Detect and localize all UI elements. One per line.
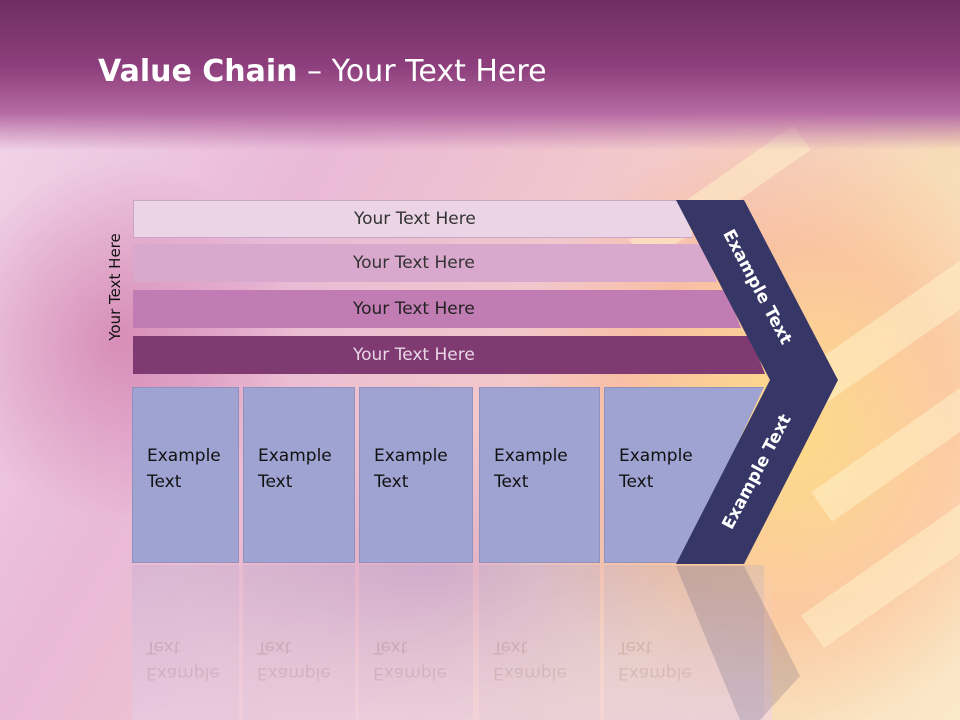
box-line: Text	[147, 472, 182, 492]
slide-header	[0, 0, 960, 150]
box-line: Text	[374, 472, 409, 492]
row-label: Your Text Here	[354, 209, 476, 229]
title-bold: Value Chain	[98, 54, 298, 89]
box-line: Example	[147, 446, 221, 466]
value-chain-row-2: Your Text Here	[133, 244, 717, 282]
box-line: Text	[258, 472, 293, 492]
side-label: Your Text Here	[106, 233, 124, 341]
box-line: Example	[258, 446, 332, 466]
slide-title: Value Chain – Your Text Here	[98, 54, 547, 89]
row-label: Your Text Here	[353, 253, 475, 273]
row-label: Your Text Here	[353, 345, 475, 365]
value-chain-row-1: Your Text Here	[133, 200, 693, 238]
value-chain-row-4: Your Text Here	[133, 336, 765, 374]
box-line: Example	[619, 446, 693, 466]
title-rest: – Your Text Here	[297, 54, 547, 89]
box-line: Example	[374, 446, 448, 466]
box-line: Text	[619, 472, 654, 492]
box-line: Text	[494, 472, 529, 492]
value-chain-row-3: Your Text Here	[133, 290, 741, 328]
reflection-fade	[132, 565, 772, 720]
row-label: Your Text Here	[353, 299, 475, 319]
box-line: Example	[494, 446, 568, 466]
